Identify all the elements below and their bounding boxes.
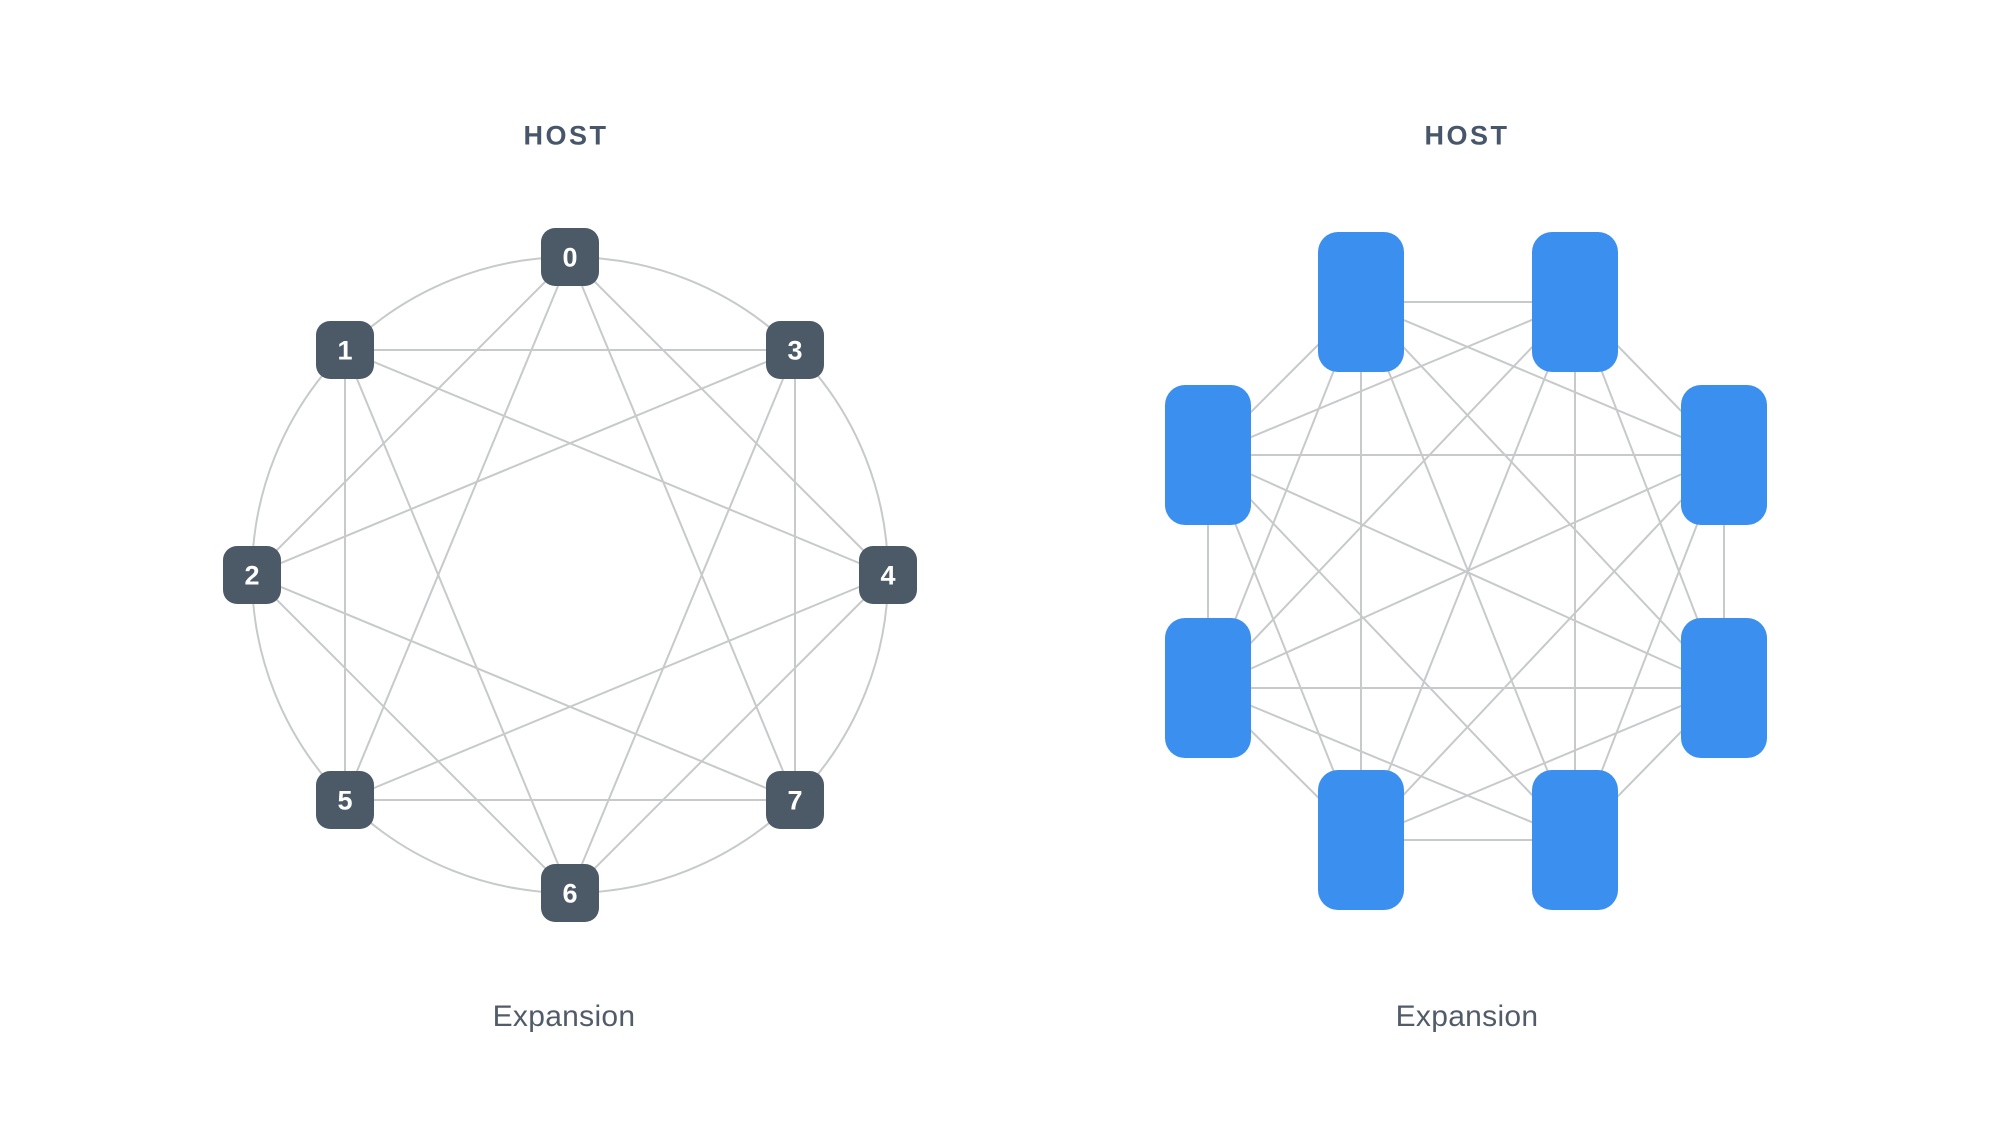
node-label-1: 1 <box>337 336 352 366</box>
node-label-7: 7 <box>787 786 802 816</box>
node-7 <box>766 771 824 829</box>
node-0 <box>541 228 599 286</box>
host-ring-topology: 0 1 2 3 4 5 6 7 <box>223 228 917 922</box>
link-1-4 <box>344 349 889 576</box>
link-2-3 <box>251 349 796 576</box>
right-panel-title: HOST <box>1424 120 1510 151</box>
link-0-7 <box>569 256 796 801</box>
node-3 <box>766 321 824 379</box>
link-4-6 <box>569 574 889 894</box>
link-TL-RU <box>1360 301 1725 456</box>
link-6-1 <box>344 349 571 894</box>
link-7-2 <box>251 574 796 801</box>
link-RU-BL <box>1360 454 1725 841</box>
link-4-5 <box>344 574 889 801</box>
node-BR <box>1532 770 1618 910</box>
link-5-0 <box>344 256 571 801</box>
node-RL <box>1681 618 1767 758</box>
link-RL-BL <box>1360 687 1725 841</box>
expansion-mesh-topology <box>1165 232 1767 910</box>
node-BL <box>1318 770 1404 910</box>
link-0-4 <box>569 256 889 576</box>
node-5 <box>316 771 374 829</box>
node-label-3: 3 <box>787 336 802 366</box>
link-TL-RL <box>1360 301 1725 689</box>
link-6-2 <box>251 574 571 894</box>
link-2-0 <box>251 256 571 576</box>
link-BR-LU <box>1207 454 1576 841</box>
node-6 <box>541 864 599 922</box>
node-label-2: 2 <box>244 561 259 591</box>
link-3-6 <box>569 349 796 894</box>
node-RU <box>1681 385 1767 525</box>
link-RL-LU <box>1207 454 1725 689</box>
node-TL <box>1318 232 1404 372</box>
node-LL <box>1165 618 1251 758</box>
node-label-0: 0 <box>562 243 577 273</box>
node-1 <box>316 321 374 379</box>
node-4 <box>859 546 917 604</box>
node-label-6: 6 <box>562 879 577 909</box>
node-label-4: 4 <box>880 561 895 591</box>
left-panel-caption: Expansion <box>492 1000 636 1033</box>
node-2 <box>223 546 281 604</box>
node-label-5: 5 <box>337 786 352 816</box>
left-panel-title: HOST <box>523 120 609 151</box>
node-TR <box>1532 232 1618 372</box>
right-panel-caption: Expansion <box>1395 1000 1539 1033</box>
node-LU <box>1165 385 1251 525</box>
link-LL-TR <box>1207 301 1576 689</box>
